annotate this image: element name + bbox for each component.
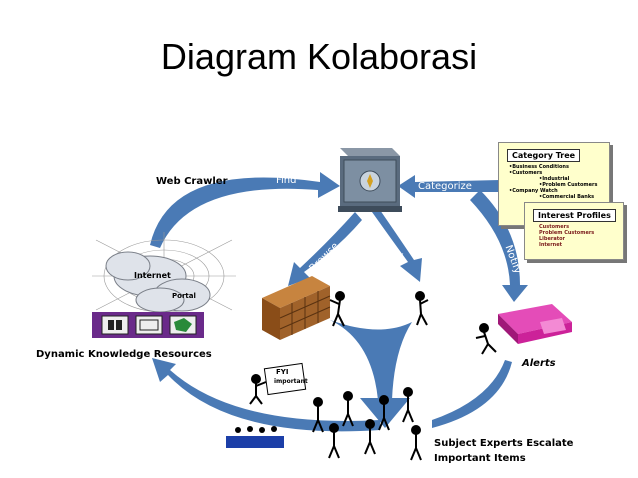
category-item: •Commercial Banks	[539, 194, 595, 200]
categorize-arrow-label: Categorize	[418, 181, 472, 192]
interest-profiles-header: Interest Profiles	[533, 209, 616, 222]
page-title: Diagram Kolaborasi	[160, 36, 478, 77]
category-item: •Customers	[509, 170, 543, 176]
resource-tiles	[92, 312, 204, 338]
cabinet-icon	[262, 276, 331, 340]
category-tree-header: Category Tree	[507, 149, 581, 162]
subject-experts-label-2: Important Items	[434, 453, 526, 464]
fyi-note-icon	[263, 362, 307, 396]
important-label: important	[274, 378, 308, 385]
subject-experts-label-1: Subject Experts Escalate	[434, 438, 574, 449]
interest-item: Liberator	[539, 236, 566, 242]
alerts-tray-icon	[498, 304, 572, 344]
find-arrow	[150, 172, 340, 248]
boat-icon	[226, 426, 284, 448]
interest-item: Problem Customers	[539, 230, 595, 236]
portal-label: Portal	[172, 292, 196, 300]
web-crawler-label: Web Crawler	[156, 176, 228, 187]
browse-arrow	[288, 212, 362, 286]
comment-rate-arrow	[152, 358, 380, 432]
interest-profiles-box: Interest Profiles Customers Problem Cust…	[524, 202, 624, 260]
alerts-label: Alerts	[522, 358, 556, 369]
server-icon	[338, 148, 402, 212]
search-arrow	[372, 210, 422, 282]
category-item: •Industrial	[539, 176, 570, 182]
category-item: •Company Watch	[509, 188, 558, 194]
categorize-arrow	[398, 175, 500, 198]
cloud-icon	[105, 251, 211, 313]
internet-label: Internet	[134, 271, 171, 280]
center-arrow	[330, 320, 412, 428]
person-icon	[249, 291, 497, 461]
notify-arrow	[470, 190, 528, 302]
category-item: •Business Conditions	[509, 164, 569, 170]
find-arrow-label: Find	[276, 175, 297, 186]
alerts-return-curve	[432, 360, 512, 428]
fyi-label: FYI	[276, 368, 289, 376]
interest-item: Customers	[539, 224, 570, 230]
category-item: •Problem Customers	[539, 182, 598, 188]
dynamic-resources-label: Dynamic Knowledge Resources	[36, 349, 212, 360]
interest-item: Internet	[539, 242, 563, 248]
